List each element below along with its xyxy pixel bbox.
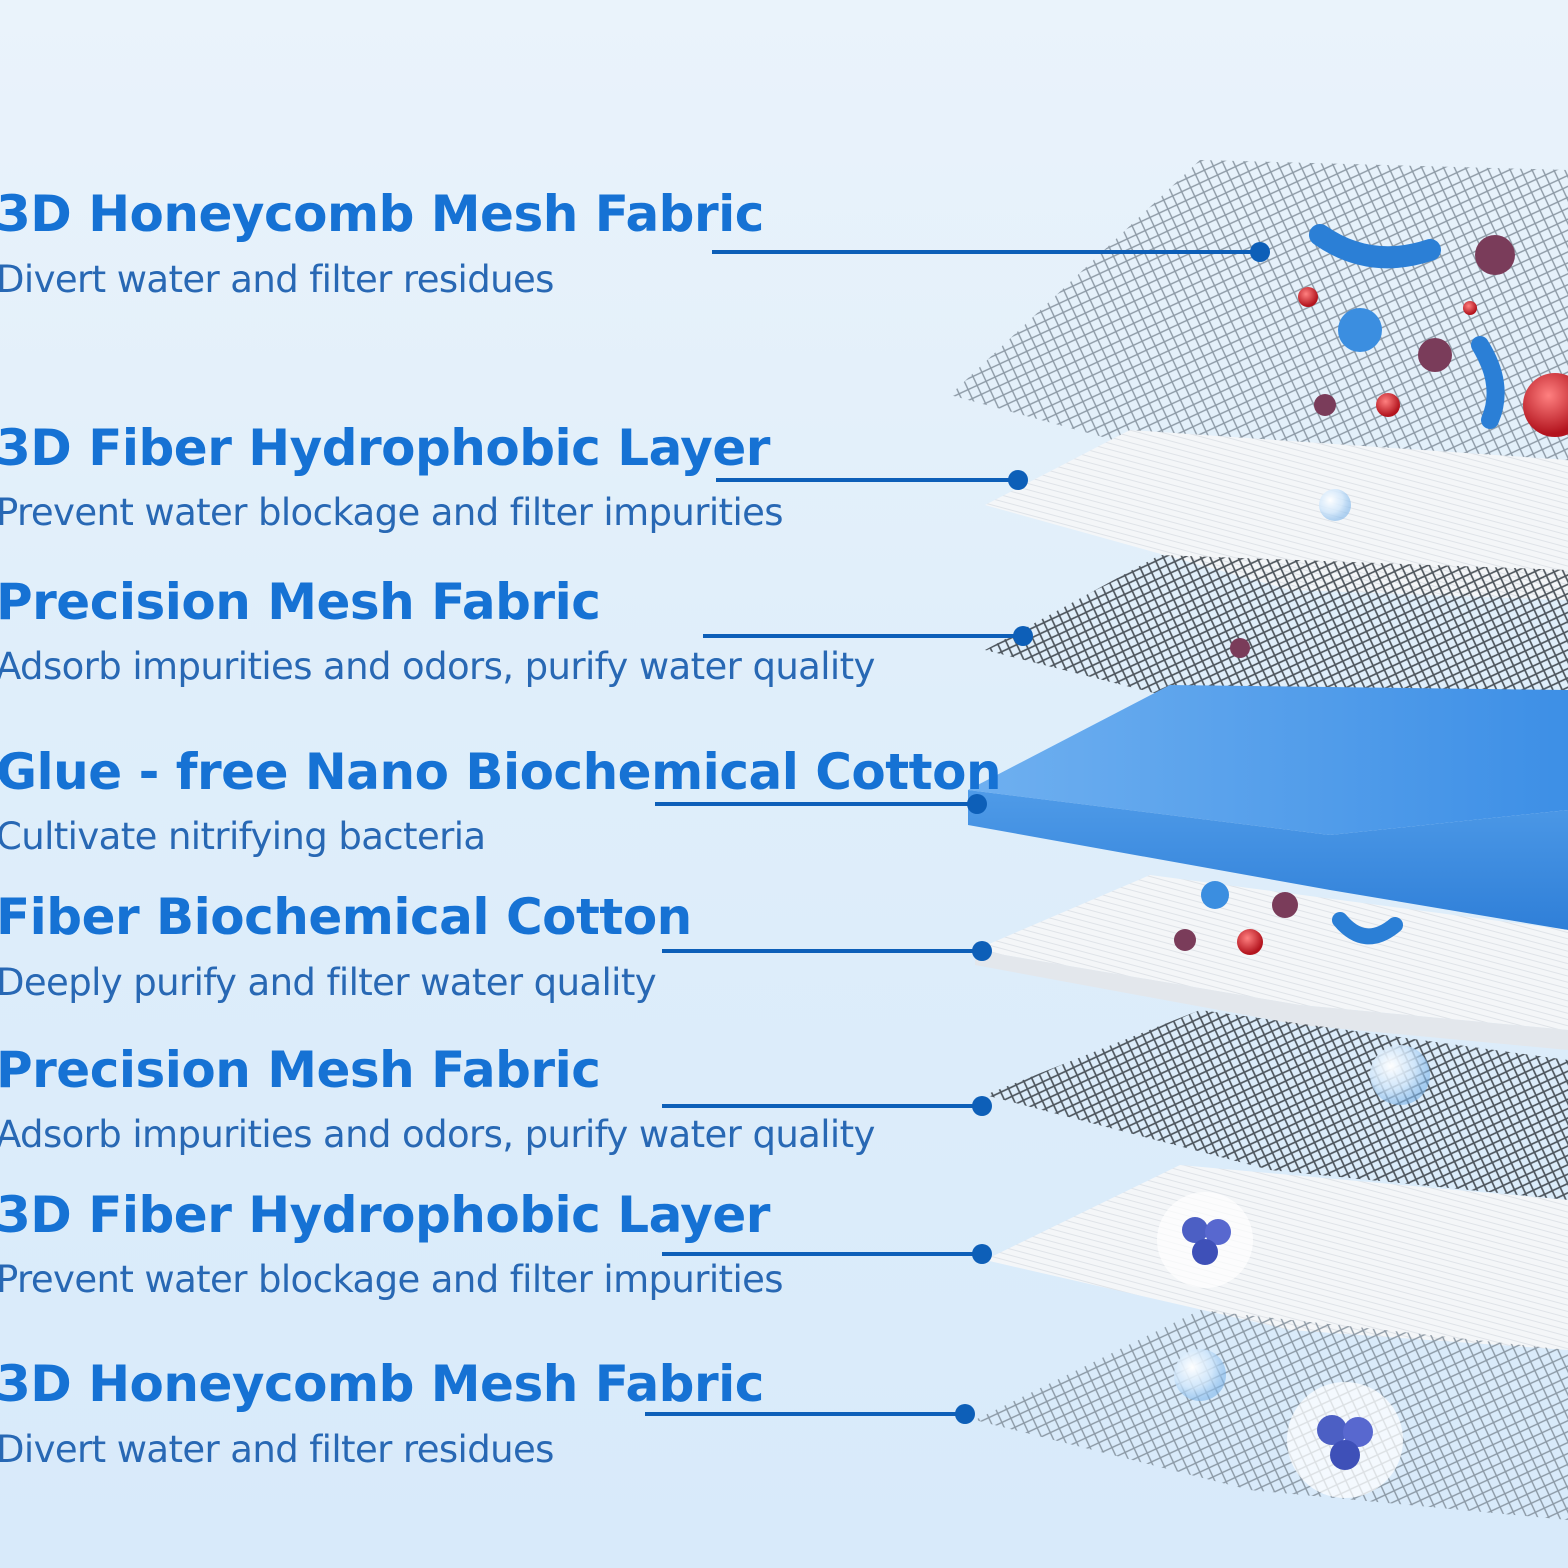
- layer-description: Divert water and filter residues: [0, 258, 554, 301]
- leader-dot: [972, 1096, 992, 1116]
- leader-line: [716, 478, 1018, 482]
- leader-dot: [972, 941, 992, 961]
- layer-title: 3D Fiber Hydrophobic Layer: [0, 419, 770, 477]
- layer-description: Prevent water blockage and filter impuri…: [0, 491, 784, 534]
- layer-fiber-cotton: [975, 875, 1568, 1050]
- layer-honeycomb-mesh-top: [950, 160, 1568, 470]
- layer-blue-cotton: [968, 685, 1568, 930]
- leader-line: [662, 1104, 982, 1108]
- layer-honeycomb-mesh-bottom: [975, 1310, 1568, 1520]
- leader-dot: [967, 794, 987, 814]
- microbe-cluster-icon: [1157, 1192, 1403, 1498]
- layer-hydrophobic-top: [985, 430, 1568, 600]
- layer-title: 3D Fiber Hydrophobic Layer: [0, 1186, 770, 1244]
- virus-icon: [1174, 235, 1515, 951]
- leader-line: [655, 802, 977, 806]
- red-blood-cell-icon: [1237, 287, 1568, 955]
- leader-line: [712, 250, 1260, 254]
- layer-description: Prevent water blockage and filter impuri…: [0, 1258, 784, 1301]
- layer-title: Fiber Biochemical Cotton: [0, 888, 692, 946]
- leader-line: [662, 949, 982, 953]
- leader-dot: [972, 1244, 992, 1264]
- layer-description: Adsorb impurities and odors, purify wate…: [0, 1113, 875, 1156]
- layer-description: Deeply purify and filter water quality: [0, 961, 657, 1004]
- leader-line: [645, 1412, 965, 1416]
- leader-dot: [1250, 242, 1270, 262]
- leader-dot: [1013, 626, 1033, 646]
- layer-title: 3D Honeycomb Mesh Fabric: [0, 185, 764, 243]
- layer-title: Precision Mesh Fabric: [0, 573, 601, 631]
- layer-title: 3D Honeycomb Mesh Fabric: [0, 1355, 764, 1413]
- layer-description: Divert water and filter residues: [0, 1428, 554, 1471]
- layer-description: Cultivate nitrifying bacteria: [0, 815, 486, 858]
- leader-line: [703, 634, 1023, 638]
- water-droplet-icon: [1174, 489, 1430, 1401]
- leader-line: [662, 1252, 982, 1256]
- layer-description: Adsorb impurities and odors, purify wate…: [0, 645, 875, 688]
- layer-hydrophobic-bottom: [985, 1165, 1568, 1350]
- bacteria-icon: [1201, 224, 1505, 945]
- layer-title: Precision Mesh Fabric: [0, 1041, 601, 1099]
- layer-title: Glue - free Nano Biochemical Cotton: [0, 743, 1002, 801]
- leader-dot: [1008, 470, 1028, 490]
- leader-dot: [955, 1404, 975, 1424]
